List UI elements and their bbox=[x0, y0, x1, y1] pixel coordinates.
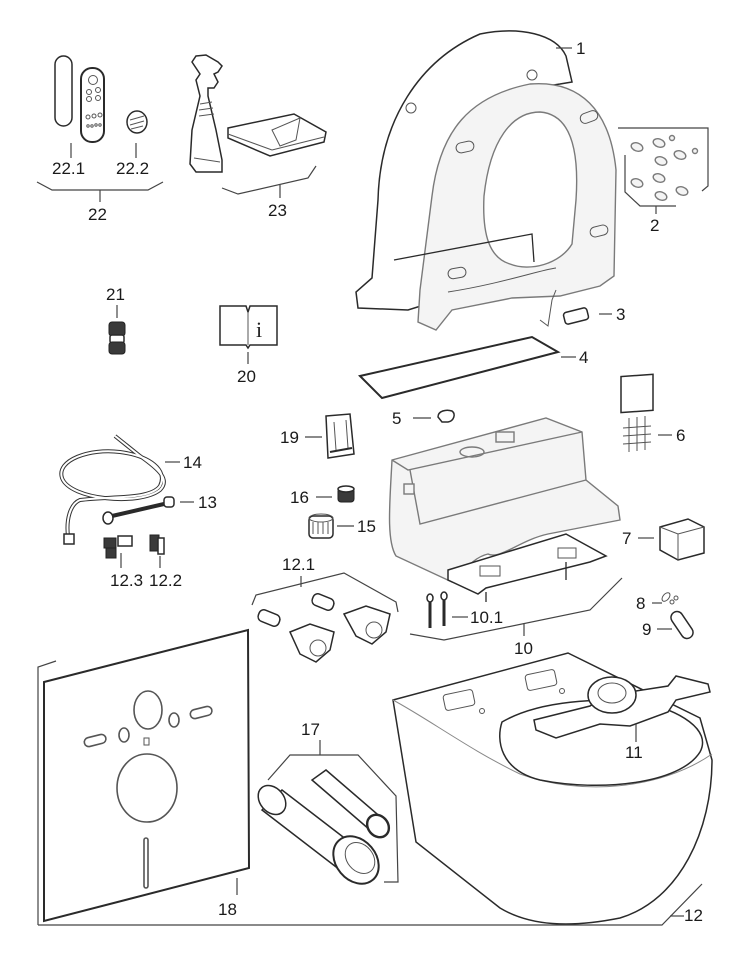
button-cap-part bbox=[437, 409, 455, 423]
callout-10-1: 10.1 bbox=[470, 608, 503, 627]
fixing-set-part bbox=[257, 593, 391, 663]
plug-part bbox=[337, 485, 355, 503]
callout-22: 22 bbox=[88, 205, 107, 224]
angle-valve-part bbox=[103, 535, 133, 559]
bracket-part bbox=[325, 413, 355, 459]
callout-20: 20 bbox=[237, 367, 256, 386]
fixing-bolts-part bbox=[426, 591, 448, 628]
callout-1: 1 bbox=[576, 39, 585, 58]
sleeve-part bbox=[308, 513, 334, 539]
info-glyph: i bbox=[256, 317, 262, 342]
control-unit-housing-part bbox=[388, 417, 621, 583]
cable-gland-part bbox=[108, 321, 126, 355]
remote-frame-part bbox=[54, 55, 73, 127]
callout-23: 23 bbox=[268, 201, 287, 220]
callout-7: 7 bbox=[622, 529, 631, 548]
sound-insulation-mat-part bbox=[37, 628, 251, 925]
callout-3: 3 bbox=[616, 305, 625, 324]
callout-21: 21 bbox=[106, 285, 125, 304]
callout-12-1: 12.1 bbox=[282, 555, 315, 574]
manual-book-icon: i bbox=[219, 305, 278, 350]
callout-4: 4 bbox=[579, 348, 588, 367]
cover-plate-part bbox=[358, 335, 561, 400]
seat-ring-part bbox=[393, 82, 617, 331]
buffer-set-part bbox=[630, 134, 699, 201]
connection-pipes-part bbox=[257, 769, 391, 885]
wall-holder-part bbox=[126, 110, 148, 134]
callout-5: 5 bbox=[392, 409, 401, 428]
callout-19: 19 bbox=[280, 428, 299, 447]
bowl-fixing-bracket-part bbox=[533, 675, 711, 739]
mounting-plate-part bbox=[447, 533, 608, 602]
supply-hose-part bbox=[59, 434, 166, 545]
callout-15: 12.2 bbox=[149, 571, 182, 590]
connector-plug-part bbox=[539, 289, 590, 327]
callout-14: 16 bbox=[290, 488, 309, 507]
callout-16: 12.3 bbox=[110, 571, 143, 590]
callout-12: 12 bbox=[684, 906, 703, 925]
cleaning-cloth-part bbox=[227, 113, 327, 157]
filter-grille-part bbox=[620, 373, 654, 452]
callout-8: 8 bbox=[636, 594, 645, 613]
callout-12-3: 18 bbox=[218, 900, 237, 919]
fitting-part bbox=[149, 534, 165, 555]
callout-10: 10 bbox=[514, 639, 533, 658]
callout-2: 2 bbox=[650, 216, 659, 235]
connector-hose-part bbox=[102, 496, 175, 525]
cube-block-part bbox=[659, 518, 705, 561]
callout-9: 9 bbox=[642, 620, 651, 639]
callout-13: 15 bbox=[357, 517, 376, 536]
nozzle-part bbox=[670, 610, 694, 640]
remote-control-part bbox=[80, 67, 105, 143]
callout-22-2: 22.2 bbox=[116, 159, 149, 178]
callout-18: 14 bbox=[183, 453, 202, 472]
callout-6: 6 bbox=[676, 426, 685, 445]
o-ring-set-part bbox=[661, 592, 679, 605]
spray-bottle-part bbox=[189, 54, 223, 173]
callout-22-1: 22.1 bbox=[52, 159, 85, 178]
callout-12-2: 17 bbox=[301, 720, 320, 739]
callout-17: 13 bbox=[198, 493, 217, 512]
callout-11: 11 bbox=[625, 743, 643, 762]
